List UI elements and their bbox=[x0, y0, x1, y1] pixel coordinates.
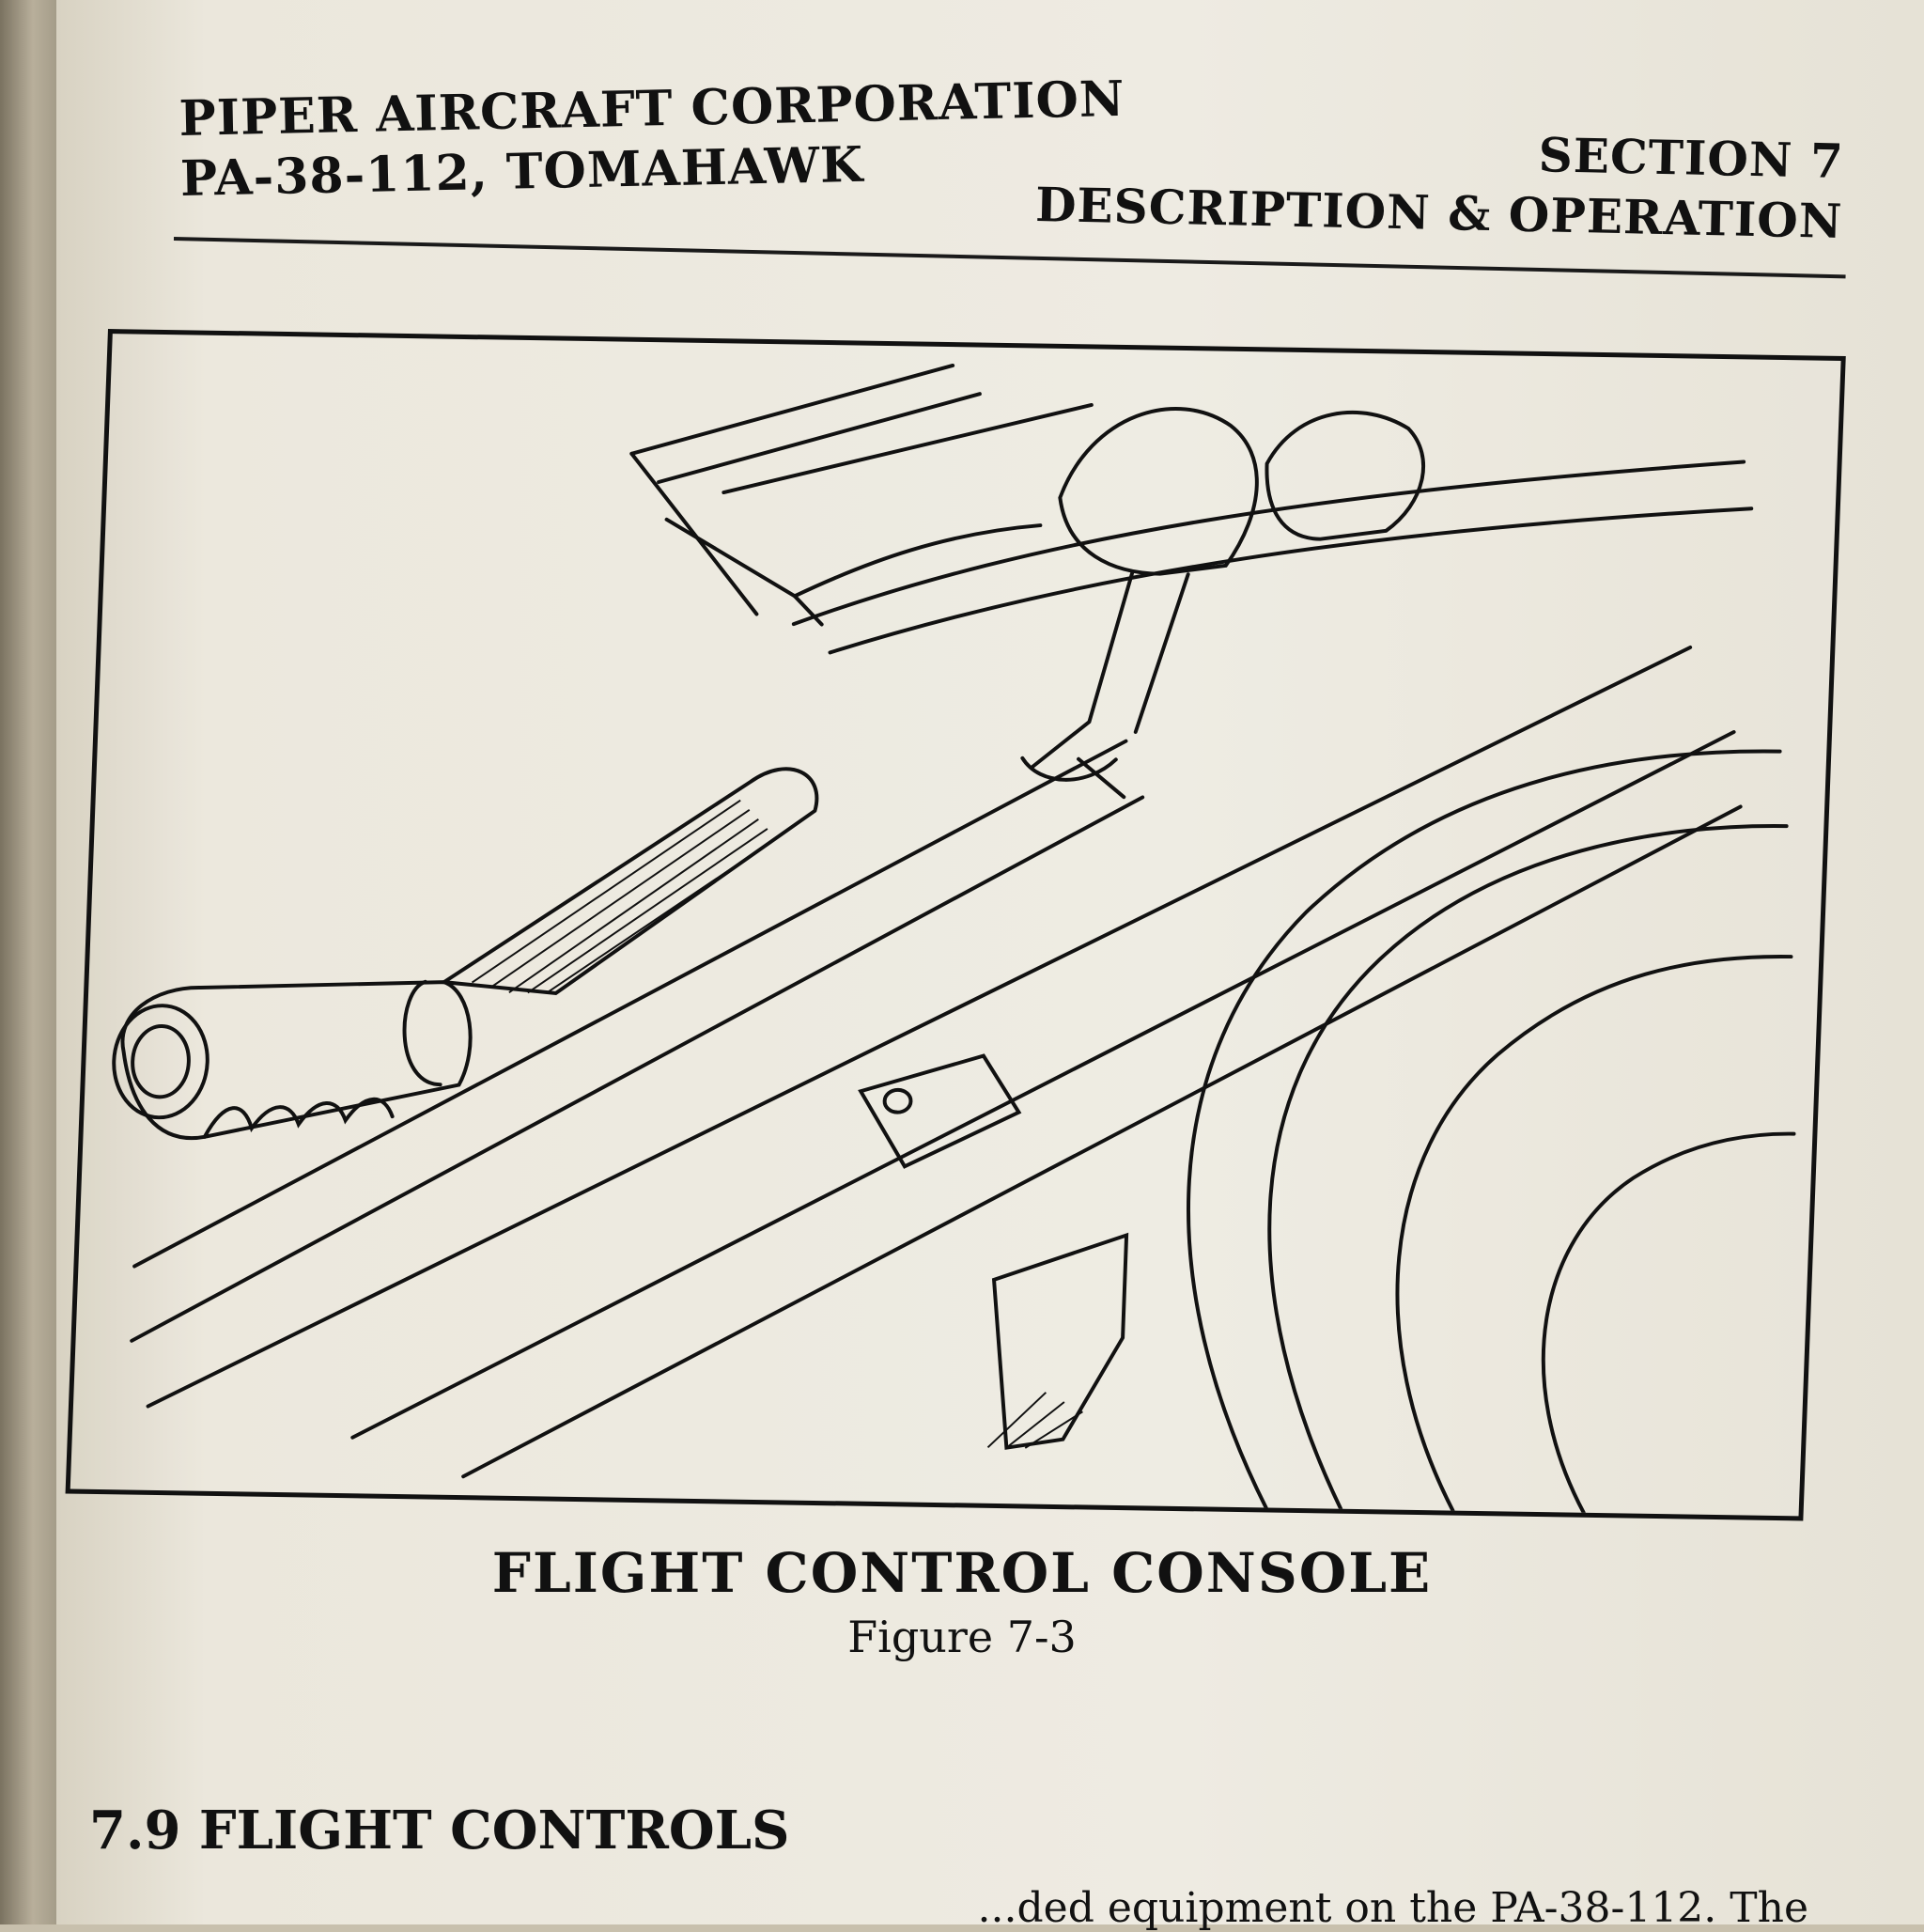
lever-knob bbox=[1058, 407, 1259, 576]
console-body-line bbox=[132, 739, 1128, 1269]
page-header-right: SECTION 7 DESCRIPTION & OPERATION bbox=[1034, 115, 1844, 252]
lever-base bbox=[1020, 756, 1118, 782]
flap-handle-grip bbox=[202, 1097, 395, 1139]
console-top-curve bbox=[828, 506, 1754, 655]
bracket bbox=[858, 1053, 1022, 1169]
panel-line bbox=[629, 451, 759, 616]
figure-title: FLIGHT CONTROL CONSOLE bbox=[491, 1541, 1433, 1605]
side-panel-curve bbox=[1267, 824, 1789, 1511]
console-body-line bbox=[1077, 756, 1126, 800]
flap-handle bbox=[120, 980, 473, 1141]
body-partial-line: ...ded equipment on the PA-38-112. The bbox=[977, 1884, 1808, 1932]
lever-shaft bbox=[1029, 571, 1134, 770]
flap-slot bbox=[438, 767, 819, 995]
side-panel-curve bbox=[1187, 749, 1782, 1510]
flap-handle-button bbox=[112, 1004, 209, 1120]
panel-line bbox=[657, 392, 982, 484]
figure-frame bbox=[65, 329, 1846, 1521]
console-body-line bbox=[350, 730, 1736, 1440]
console-body-line bbox=[130, 795, 1145, 1343]
section-heading: 7.9 FLIGHT CONTROLS bbox=[89, 1800, 790, 1862]
figure-label: Figure 7-3 bbox=[847, 1612, 1077, 1662]
panel-line bbox=[792, 523, 1043, 599]
lower-lever bbox=[991, 1232, 1129, 1450]
console-body-line bbox=[146, 646, 1693, 1409]
slot-hatching bbox=[471, 799, 778, 994]
flap-handle-button-inner bbox=[131, 1024, 191, 1099]
console-body-line bbox=[461, 804, 1743, 1479]
book-spine bbox=[0, 0, 66, 1924]
page-header-left: PIPER AIRCRAFT CORPORATION PA-38-112, TO… bbox=[178, 70, 1126, 210]
flight-control-console-illustration bbox=[112, 363, 1796, 1515]
lever-shaft bbox=[1133, 572, 1190, 734]
lower-hatching bbox=[986, 1392, 1083, 1449]
side-panel-curve bbox=[1395, 955, 1793, 1513]
side-panel-curve bbox=[1541, 1131, 1796, 1515]
panel-line bbox=[722, 402, 1094, 495]
panel-line bbox=[629, 363, 955, 456]
panel-line bbox=[664, 517, 824, 627]
lever-knob bbox=[1265, 410, 1425, 541]
flap-handle-ring bbox=[402, 979, 442, 1087]
manual-page bbox=[56, 0, 1924, 1924]
bracket-hole bbox=[882, 1087, 913, 1114]
console-top-curve bbox=[791, 460, 1746, 627]
